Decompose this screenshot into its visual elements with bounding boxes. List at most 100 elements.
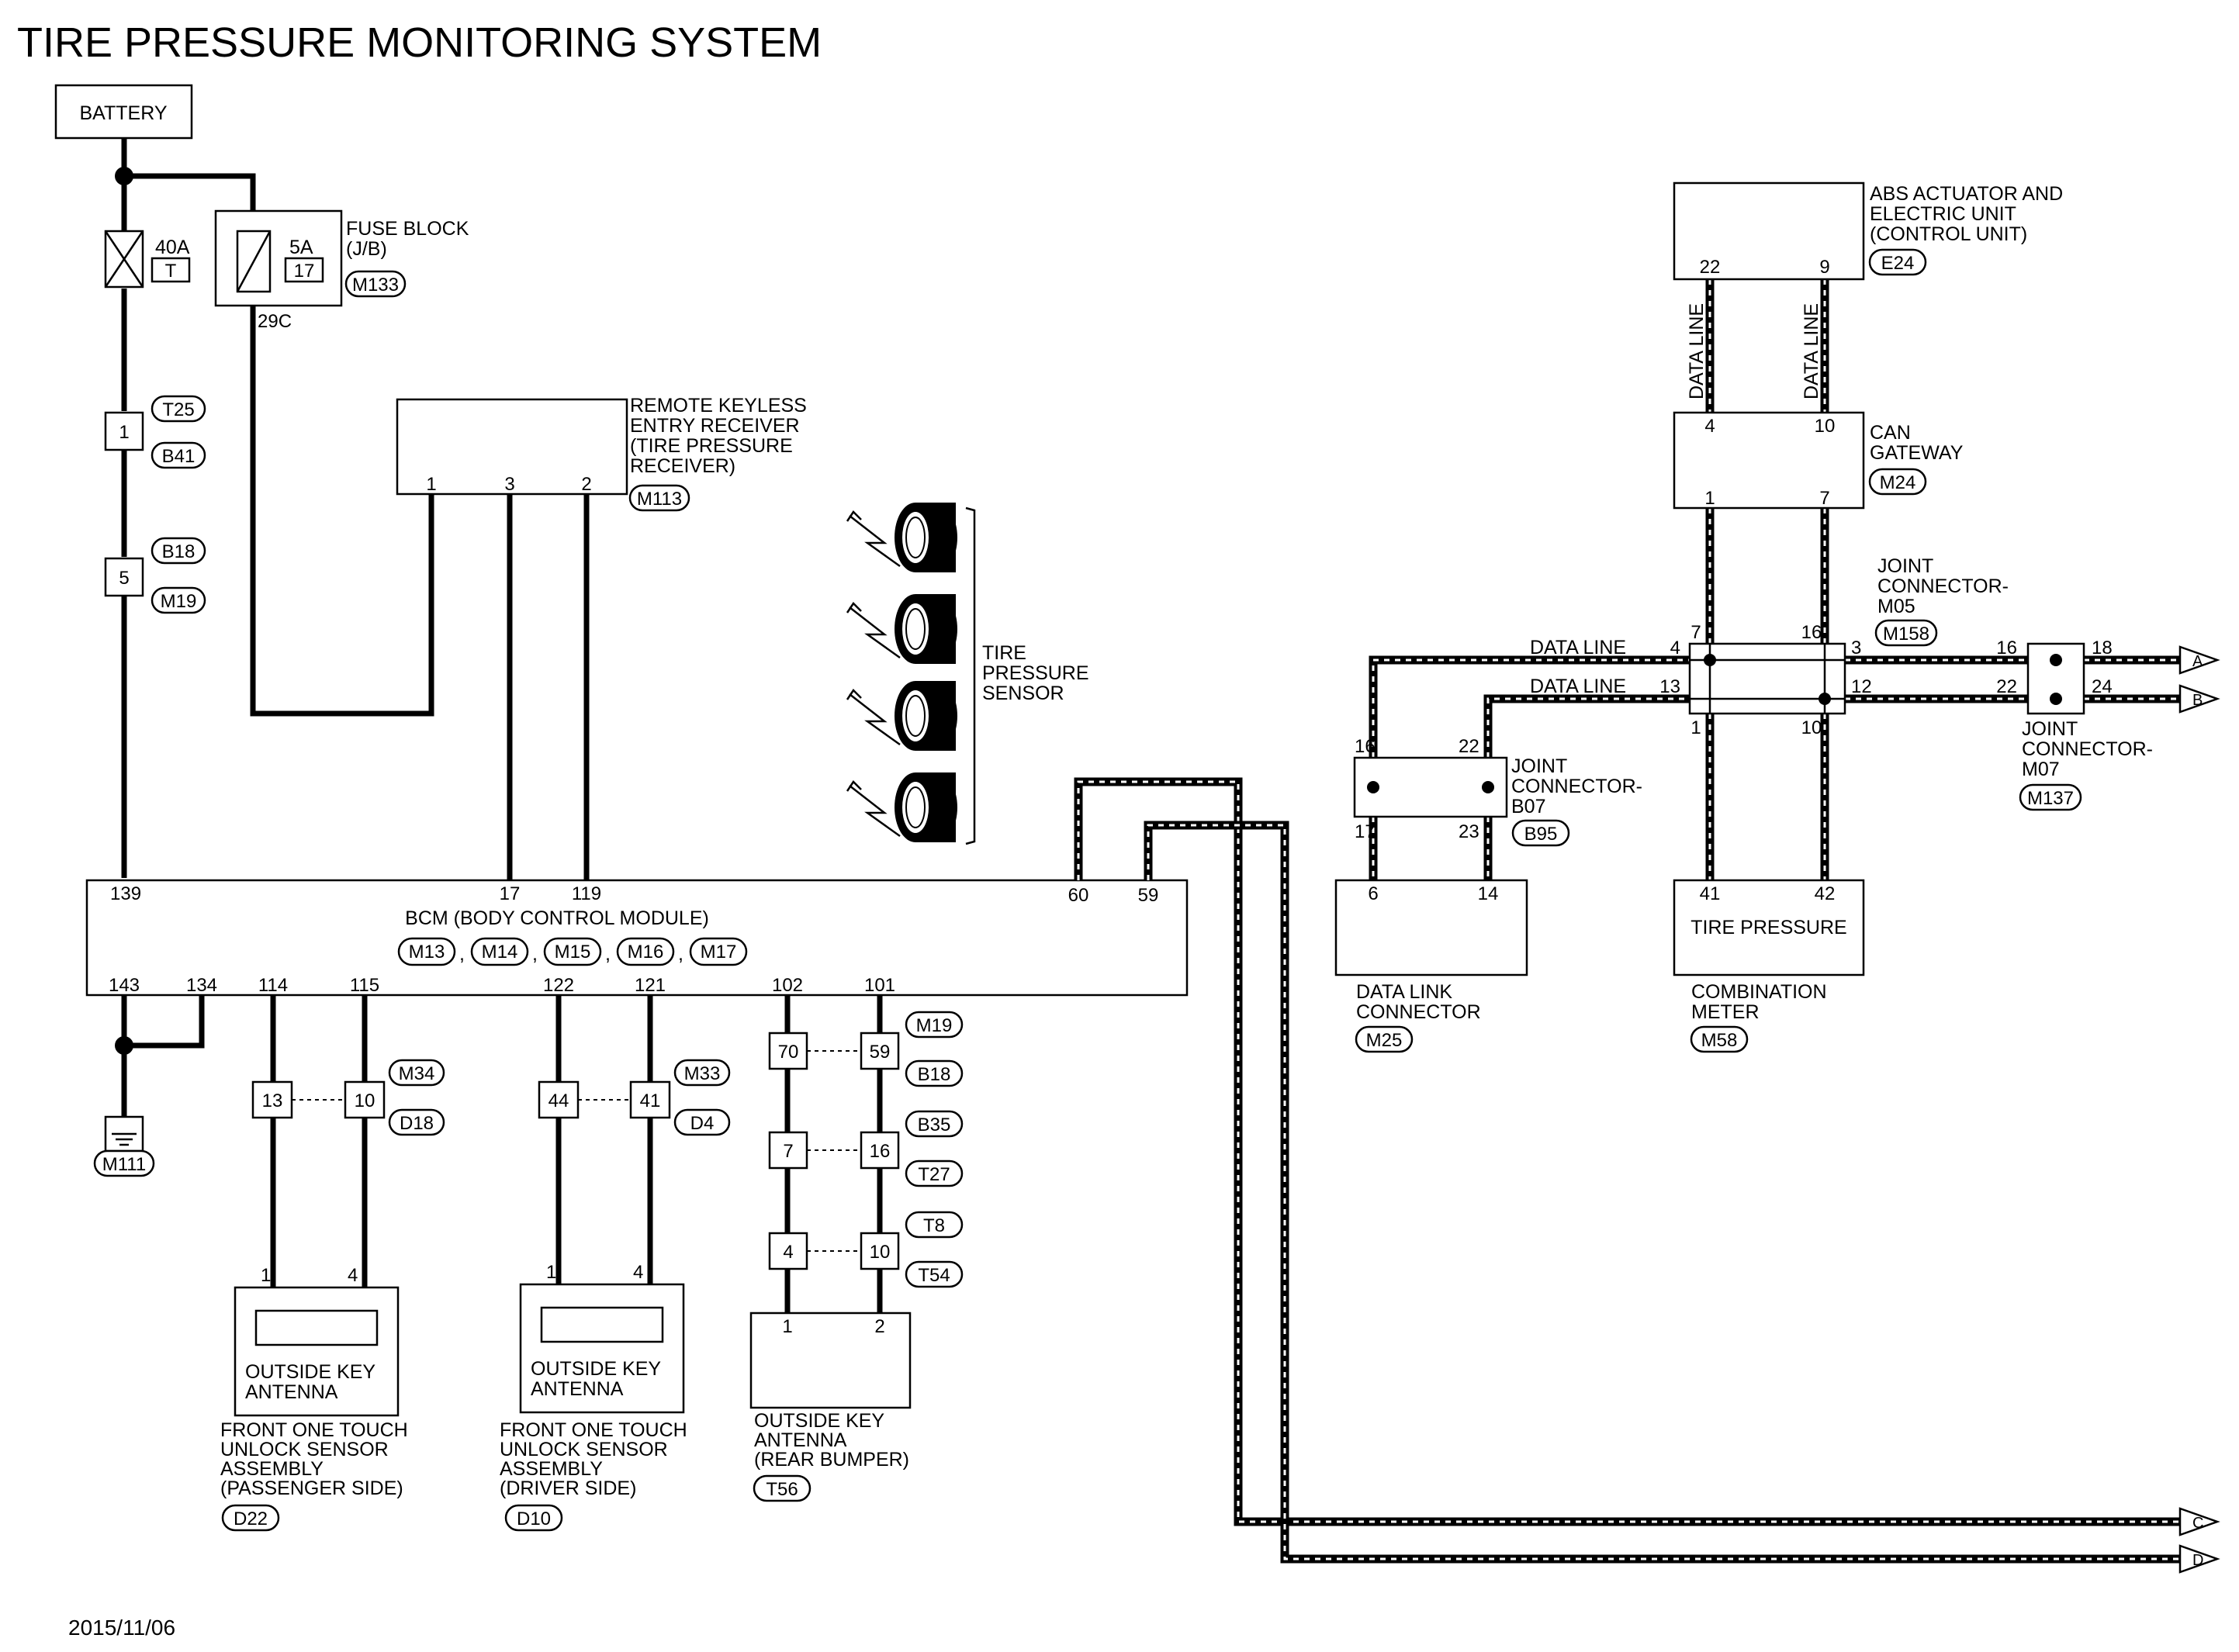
combination-meter-inner: TIRE PRESSURE <box>1690 917 1846 938</box>
inline-connector-1-box <box>104 411 144 451</box>
joint-m05-pin-13: 13 <box>1659 676 1680 697</box>
diagram-date: 2015/11/06 <box>68 1616 175 1640</box>
passenger-inline-a <box>251 1080 293 1119</box>
bcm-pin-121: 121 <box>635 975 666 996</box>
driver-antenna-element <box>540 1306 664 1343</box>
bcm-connector-m13: M13 <box>409 942 445 963</box>
data-link-box <box>1334 879 1528 976</box>
rke-connector-oval <box>628 484 690 512</box>
inline-connector-1-tag-b-oval <box>151 441 206 469</box>
bcm-pin-17: 17 <box>500 883 521 904</box>
joint-m05-connector-oval <box>1874 619 1938 647</box>
fuse-40a-id: T <box>165 261 177 282</box>
inline-connector-2-pin: 5 <box>119 568 129 589</box>
joint-m07-name-3: M07 <box>2022 759 2060 780</box>
driver-antenna-connector-oval <box>504 1504 563 1532</box>
bcm-connector-m16: M16 <box>628 942 664 963</box>
rear-antenna-name-3: (REAR BUMPER) <box>754 1449 909 1471</box>
bcm-pin-102: 102 <box>772 975 803 996</box>
fuse-block-connector-oval <box>344 270 407 298</box>
data-link-pin-6: 6 <box>1368 883 1378 904</box>
battery-box <box>54 84 193 140</box>
rear-inline-1a-pin: 70 <box>778 1042 799 1063</box>
fuse-5a-id: 17 <box>294 261 315 282</box>
joint-b07-name-3: B07 <box>1511 796 1545 817</box>
inline-connector-1-tag-a-oval <box>151 395 206 423</box>
can-gateway-name-2: GATEWAY <box>1870 442 1964 464</box>
joint-m07-pin-22: 22 <box>1996 676 2017 697</box>
rke-pin-2: 2 <box>581 474 591 495</box>
bcm-connector-sep: , <box>532 943 538 965</box>
bcm-pin-60: 60 <box>1068 885 1089 906</box>
rke-wires <box>507 494 590 880</box>
inline-connector-2-tag-a-oval <box>151 537 206 565</box>
abs-connector: E24 <box>1881 253 1915 274</box>
rke-pin-1: 1 <box>426 474 436 495</box>
fuse-block-connector: M133 <box>352 275 399 295</box>
joint-m05-pin-1: 1 <box>1690 717 1701 738</box>
bcm-pin-122: 122 <box>543 975 574 996</box>
rear-antenna-connector-oval <box>753 1474 812 1502</box>
battery-splice <box>115 167 133 185</box>
rear-tag-2b-oval <box>905 1160 964 1187</box>
driver-tag-b-oval <box>673 1108 731 1136</box>
data-link-name-2: CONNECTOR <box>1356 1001 1481 1023</box>
passenger-antenna-name-4: (PASSENGER SIDE) <box>220 1477 403 1499</box>
joint-b07-connector-oval <box>1511 819 1570 847</box>
data-link-connector-oval <box>1355 1025 1414 1053</box>
joint-m07-pin-24: 24 <box>2092 676 2113 697</box>
can-gateway-box <box>1673 411 1865 510</box>
driver-inline-pin-a: 44 <box>549 1090 569 1111</box>
can-data-lines <box>1074 279 2180 1564</box>
fuse-block-terminal: 29C <box>258 311 292 332</box>
ground-connector: M111 <box>102 1154 146 1175</box>
fuse-40a-id-box <box>151 257 191 283</box>
joint-b07-pin-22: 22 <box>1459 736 1479 757</box>
rear-inline-2a-pin: 7 <box>783 1141 793 1162</box>
driver-tag-a: M33 <box>684 1063 721 1084</box>
data-link-name-1: DATA LINK <box>1356 981 1452 1003</box>
bcm-connector-m16-oval <box>616 937 675 966</box>
rear-antenna-pin-1: 1 <box>782 1316 792 1337</box>
tire-sensor-name-1: TIRE <box>982 642 1026 664</box>
joint-m05-name-2: CONNECTOR- <box>1877 575 2009 597</box>
passenger-tag-b: D18 <box>400 1113 434 1134</box>
tire-sensor-name-3: SENSOR <box>982 683 1064 704</box>
rear-tag-2b: T27 <box>918 1164 950 1185</box>
fuse-5a-id-box <box>284 257 324 283</box>
data-link-pin-14: 14 <box>1478 883 1499 904</box>
rke-name-4: RECEIVER) <box>630 455 735 477</box>
can-gateway-pin-4: 4 <box>1704 416 1715 437</box>
passenger-antenna-inner-2: ANTENNA <box>245 1381 338 1403</box>
bcm-connector-m14-oval <box>470 937 529 966</box>
driver-antenna-box <box>519 1283 685 1414</box>
fuse-block-name-1: FUSE BLOCK <box>346 218 469 240</box>
data-line-label-h2: DATA LINE <box>1530 676 1626 697</box>
joint-m07-name-1: JOINT <box>2022 718 2078 740</box>
rear-inline-3a <box>768 1232 808 1270</box>
joint-b07-name-2: CONNECTOR- <box>1511 776 1642 797</box>
diagram-title: TIRE PRESSURE MONITORING SYSTEM <box>17 19 822 66</box>
passenger-antenna-pin-1: 1 <box>261 1265 271 1286</box>
joint-m05-name-3: M05 <box>1877 596 1915 617</box>
joint-b07-pin-17: 17 <box>1355 821 1376 842</box>
bcm-connector-m17: M17 <box>701 942 737 963</box>
rke-name-2: ENTRY RECEIVER <box>630 415 800 437</box>
driver-antenna-name-4: (DRIVER SIDE) <box>500 1477 636 1499</box>
passenger-antenna-inner-1: OUTSIDE KEY <box>245 1361 375 1383</box>
rear-tag-1b: B18 <box>918 1064 951 1085</box>
combination-meter-box <box>1673 879 1865 976</box>
inline-connector-2-tag-b: M19 <box>161 591 197 612</box>
inline-connector-1-tag-a: T25 <box>162 399 194 420</box>
inline-connector-1-tag-b: B41 <box>162 446 196 467</box>
joint-m05-pin-10: 10 <box>1801 717 1822 738</box>
joint-b07-connector: B95 <box>1524 824 1558 845</box>
bcm-connector-m13-oval <box>397 937 456 966</box>
joint-b07-pin-23: 23 <box>1459 821 1479 842</box>
driver-antenna-name-3: ASSEMBLY <box>500 1458 603 1480</box>
fuse-40a-rating: 40A <box>155 237 190 258</box>
joint-m07-pin-18: 18 <box>2092 638 2113 658</box>
bcm-pin-101: 101 <box>864 975 895 996</box>
rear-inline-2b <box>860 1131 900 1170</box>
